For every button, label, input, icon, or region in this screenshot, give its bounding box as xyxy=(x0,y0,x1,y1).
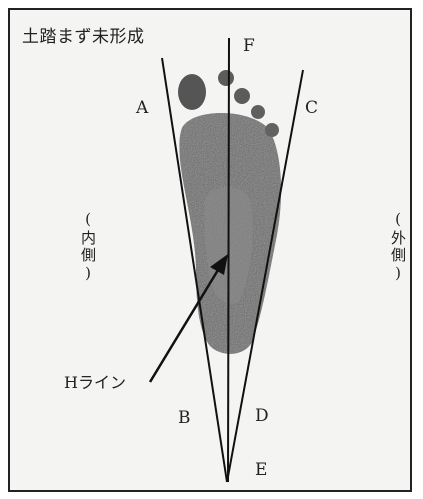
toe-big xyxy=(178,74,206,110)
toe-4 xyxy=(251,105,265,119)
diagram-title: 土踏まず未形成 xyxy=(22,22,145,47)
toe-5 xyxy=(265,123,279,137)
toe-2 xyxy=(218,70,234,86)
label-b: B xyxy=(178,410,191,427)
label-a: A xyxy=(136,100,148,117)
line-f-e xyxy=(228,38,229,482)
label-c: C xyxy=(305,100,318,117)
label-inner-side: (内側) xyxy=(78,210,99,284)
label-d: D xyxy=(255,408,269,425)
label-h-line: Hライン xyxy=(64,375,126,391)
label-e: E xyxy=(255,462,267,479)
toe-3 xyxy=(234,88,250,104)
label-outer-side: (外側) xyxy=(388,210,409,284)
label-f: F xyxy=(243,38,255,55)
